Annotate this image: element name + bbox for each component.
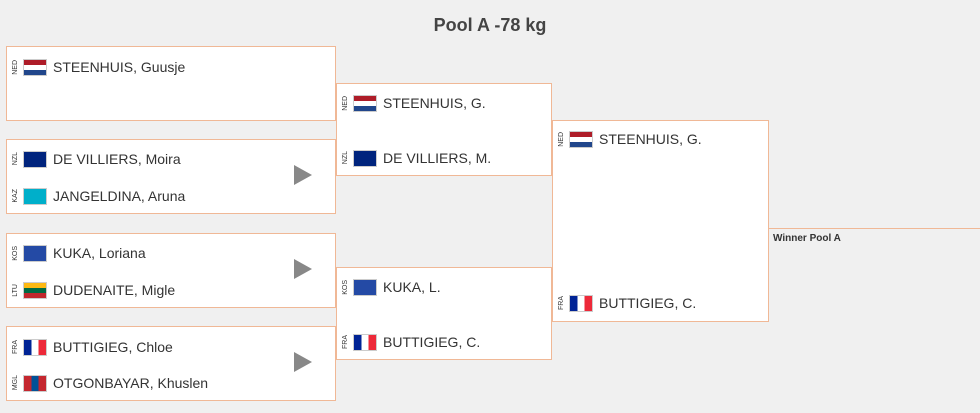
country-code: FRA — [12, 340, 19, 354]
athlete-name: STEENHUIS, Guusje — [53, 59, 186, 75]
country-code: FRA — [342, 335, 349, 349]
athlete-row[interactable]: FRA BUTTIGIEG, C. — [553, 291, 696, 315]
athlete-row[interactable]: NED STEENHUIS, G. — [337, 91, 486, 115]
match-r2-2[interactable]: KOS KUKA, L. FRA BUTTIGIEG, C. — [336, 267, 552, 360]
match-r1-1[interactable]: NED STEENHUIS, Guusje — [6, 46, 336, 121]
play-video-icon[interactable] — [294, 352, 312, 372]
athlete-name: STEENHUIS, G. — [383, 95, 486, 111]
athlete-row[interactable]: FRA BUTTIGIEG, Chloe — [7, 335, 173, 359]
france-flag-icon — [23, 338, 47, 356]
mongolia-flag-icon — [23, 374, 47, 392]
athlete-name: KUKA, L. — [383, 279, 441, 295]
country-code: KAZ — [12, 189, 19, 203]
country-code: LTU — [12, 283, 19, 297]
athlete-row[interactable]: KOS KUKA, L. — [337, 275, 441, 299]
winner-connector — [769, 228, 980, 229]
kazakhstan-flag-icon — [23, 187, 47, 205]
play-video-icon[interactable] — [294, 259, 312, 279]
match-r1-2[interactable]: NZL DE VILLIERS, Moira KAZ JANGELDINA, A… — [6, 139, 336, 214]
athlete-name: DE VILLIERS, Moira — [53, 151, 181, 167]
country-code: NED — [12, 59, 19, 75]
country-code: NZL — [342, 151, 349, 165]
lithuania-flag-icon — [23, 281, 47, 299]
france-flag-icon — [353, 333, 377, 351]
match-r1-4[interactable]: FRA BUTTIGIEG, Chloe MGL OTGONBAYAR, Khu… — [6, 326, 336, 401]
new-zealand-flag-icon — [353, 149, 377, 167]
france-flag-icon — [569, 294, 593, 312]
netherlands-flag-icon — [353, 94, 377, 112]
athlete-name: JANGELDINA, Aruna — [53, 188, 186, 204]
country-code: NED — [558, 131, 565, 147]
country-code: MGL — [12, 375, 19, 391]
athlete-name: KUKA, Loriana — [53, 245, 146, 261]
kosovo-flag-icon — [23, 244, 47, 262]
athlete-row[interactable]: NED STEENHUIS, G. — [553, 127, 702, 151]
match-r3-1[interactable]: NED STEENHUIS, G. FRA BUTTIGIEG, C. — [552, 120, 769, 322]
match-r1-3[interactable]: KOS KUKA, Loriana LTU DUDENAITE, Migle — [6, 233, 336, 308]
winner-label: Winner Pool A — [773, 233, 841, 244]
athlete-row[interactable]: KAZ JANGELDINA, Aruna — [7, 184, 185, 208]
country-code: KOS — [12, 245, 19, 261]
country-code: NED — [342, 95, 349, 111]
athlete-row[interactable]: FRA BUTTIGIEG, C. — [337, 330, 480, 354]
athlete-name: DUDENAITE, Migle — [53, 282, 176, 298]
country-code: NZL — [12, 152, 19, 166]
athlete-name: OTGONBAYAR, Khuslen — [53, 375, 209, 391]
athlete-name: BUTTIGIEG, C. — [599, 295, 697, 311]
match-r2-1[interactable]: NED STEENHUIS, G. NZL DE VILLIERS, M. — [336, 83, 552, 176]
athlete-name: BUTTIGIEG, C. — [383, 334, 481, 350]
athlete-name: STEENHUIS, G. — [599, 131, 702, 147]
athlete-row[interactable]: NZL DE VILLIERS, Moira — [7, 147, 181, 171]
new-zealand-flag-icon — [23, 150, 47, 168]
athlete-row[interactable]: LTU DUDENAITE, Migle — [7, 278, 175, 302]
play-video-icon[interactable] — [294, 165, 312, 185]
kosovo-flag-icon — [353, 278, 377, 296]
athlete-name: BUTTIGIEG, Chloe — [53, 339, 173, 355]
netherlands-flag-icon — [569, 130, 593, 148]
country-code: KOS — [342, 279, 349, 295]
country-code: FRA — [558, 296, 565, 310]
athlete-row[interactable]: NZL DE VILLIERS, M. — [337, 146, 491, 170]
athlete-row[interactable]: KOS KUKA, Loriana — [7, 241, 146, 265]
athlete-row[interactable]: NED STEENHUIS, Guusje — [7, 55, 185, 79]
athlete-row[interactable]: MGL OTGONBAYAR, Khuslen — [7, 371, 208, 395]
athlete-name: DE VILLIERS, M. — [383, 150, 492, 166]
netherlands-flag-icon — [23, 58, 47, 76]
pool-title: Pool A -78 kg — [433, 15, 547, 35]
